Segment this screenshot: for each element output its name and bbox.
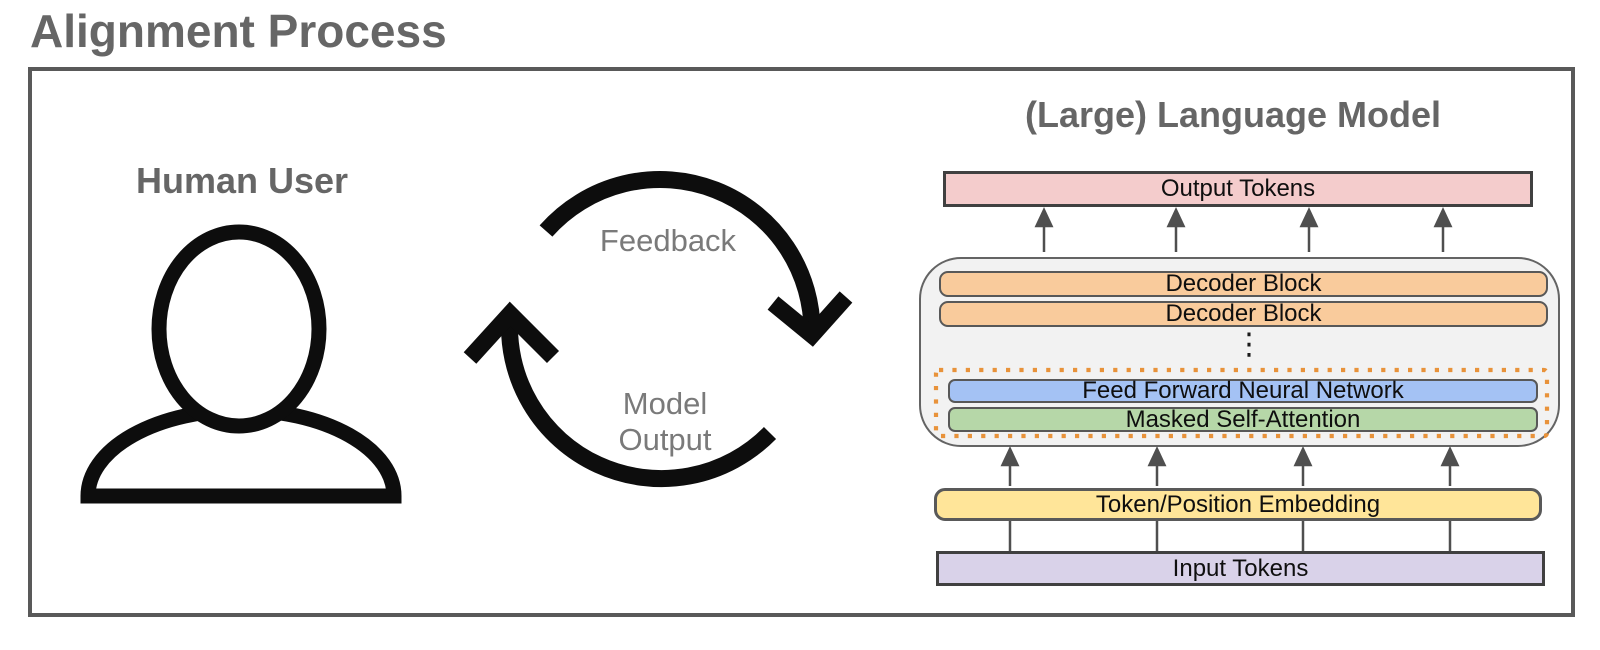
masked-self-attention-box: Masked Self-Attention (948, 407, 1538, 432)
token-position-embedding-box: Token/Position Embedding (934, 488, 1542, 521)
input-tokens-box: Input Tokens (936, 551, 1545, 586)
model-output-line2: Output (618, 422, 712, 457)
input-tokens-label: Input Tokens (1172, 554, 1309, 582)
diagram-frame (28, 67, 1575, 617)
decoder-block-1-label: Decoder Block (1165, 270, 1322, 297)
llm-title: (Large) Language Model (1024, 94, 1442, 135)
page-title: Alignment Process (30, 5, 447, 57)
feed-forward-label: Feed Forward Neural Network (1082, 377, 1404, 404)
model-output-line1: Model (622, 386, 708, 421)
output-tokens-label: Output Tokens (1160, 175, 1316, 202)
decoder-block-2-label: Decoder Block (1165, 300, 1322, 327)
decoder-block-1: Decoder Block (939, 271, 1548, 297)
masked-self-attention-label: Masked Self-Attention (1125, 405, 1361, 433)
decoder-block-2: Decoder Block (939, 301, 1548, 327)
feed-forward-box: Feed Forward Neural Network (948, 379, 1538, 403)
decoder-stack-ellipsis: ⋮ (1234, 328, 1264, 361)
feedback-label: Feedback (599, 223, 737, 258)
output-tokens-box: Output Tokens (943, 171, 1533, 207)
human-user-label: Human User (135, 160, 349, 201)
model-output-label: Model Output (555, 386, 775, 458)
token-position-embedding-label: Token/Position Embedding (1095, 490, 1381, 518)
